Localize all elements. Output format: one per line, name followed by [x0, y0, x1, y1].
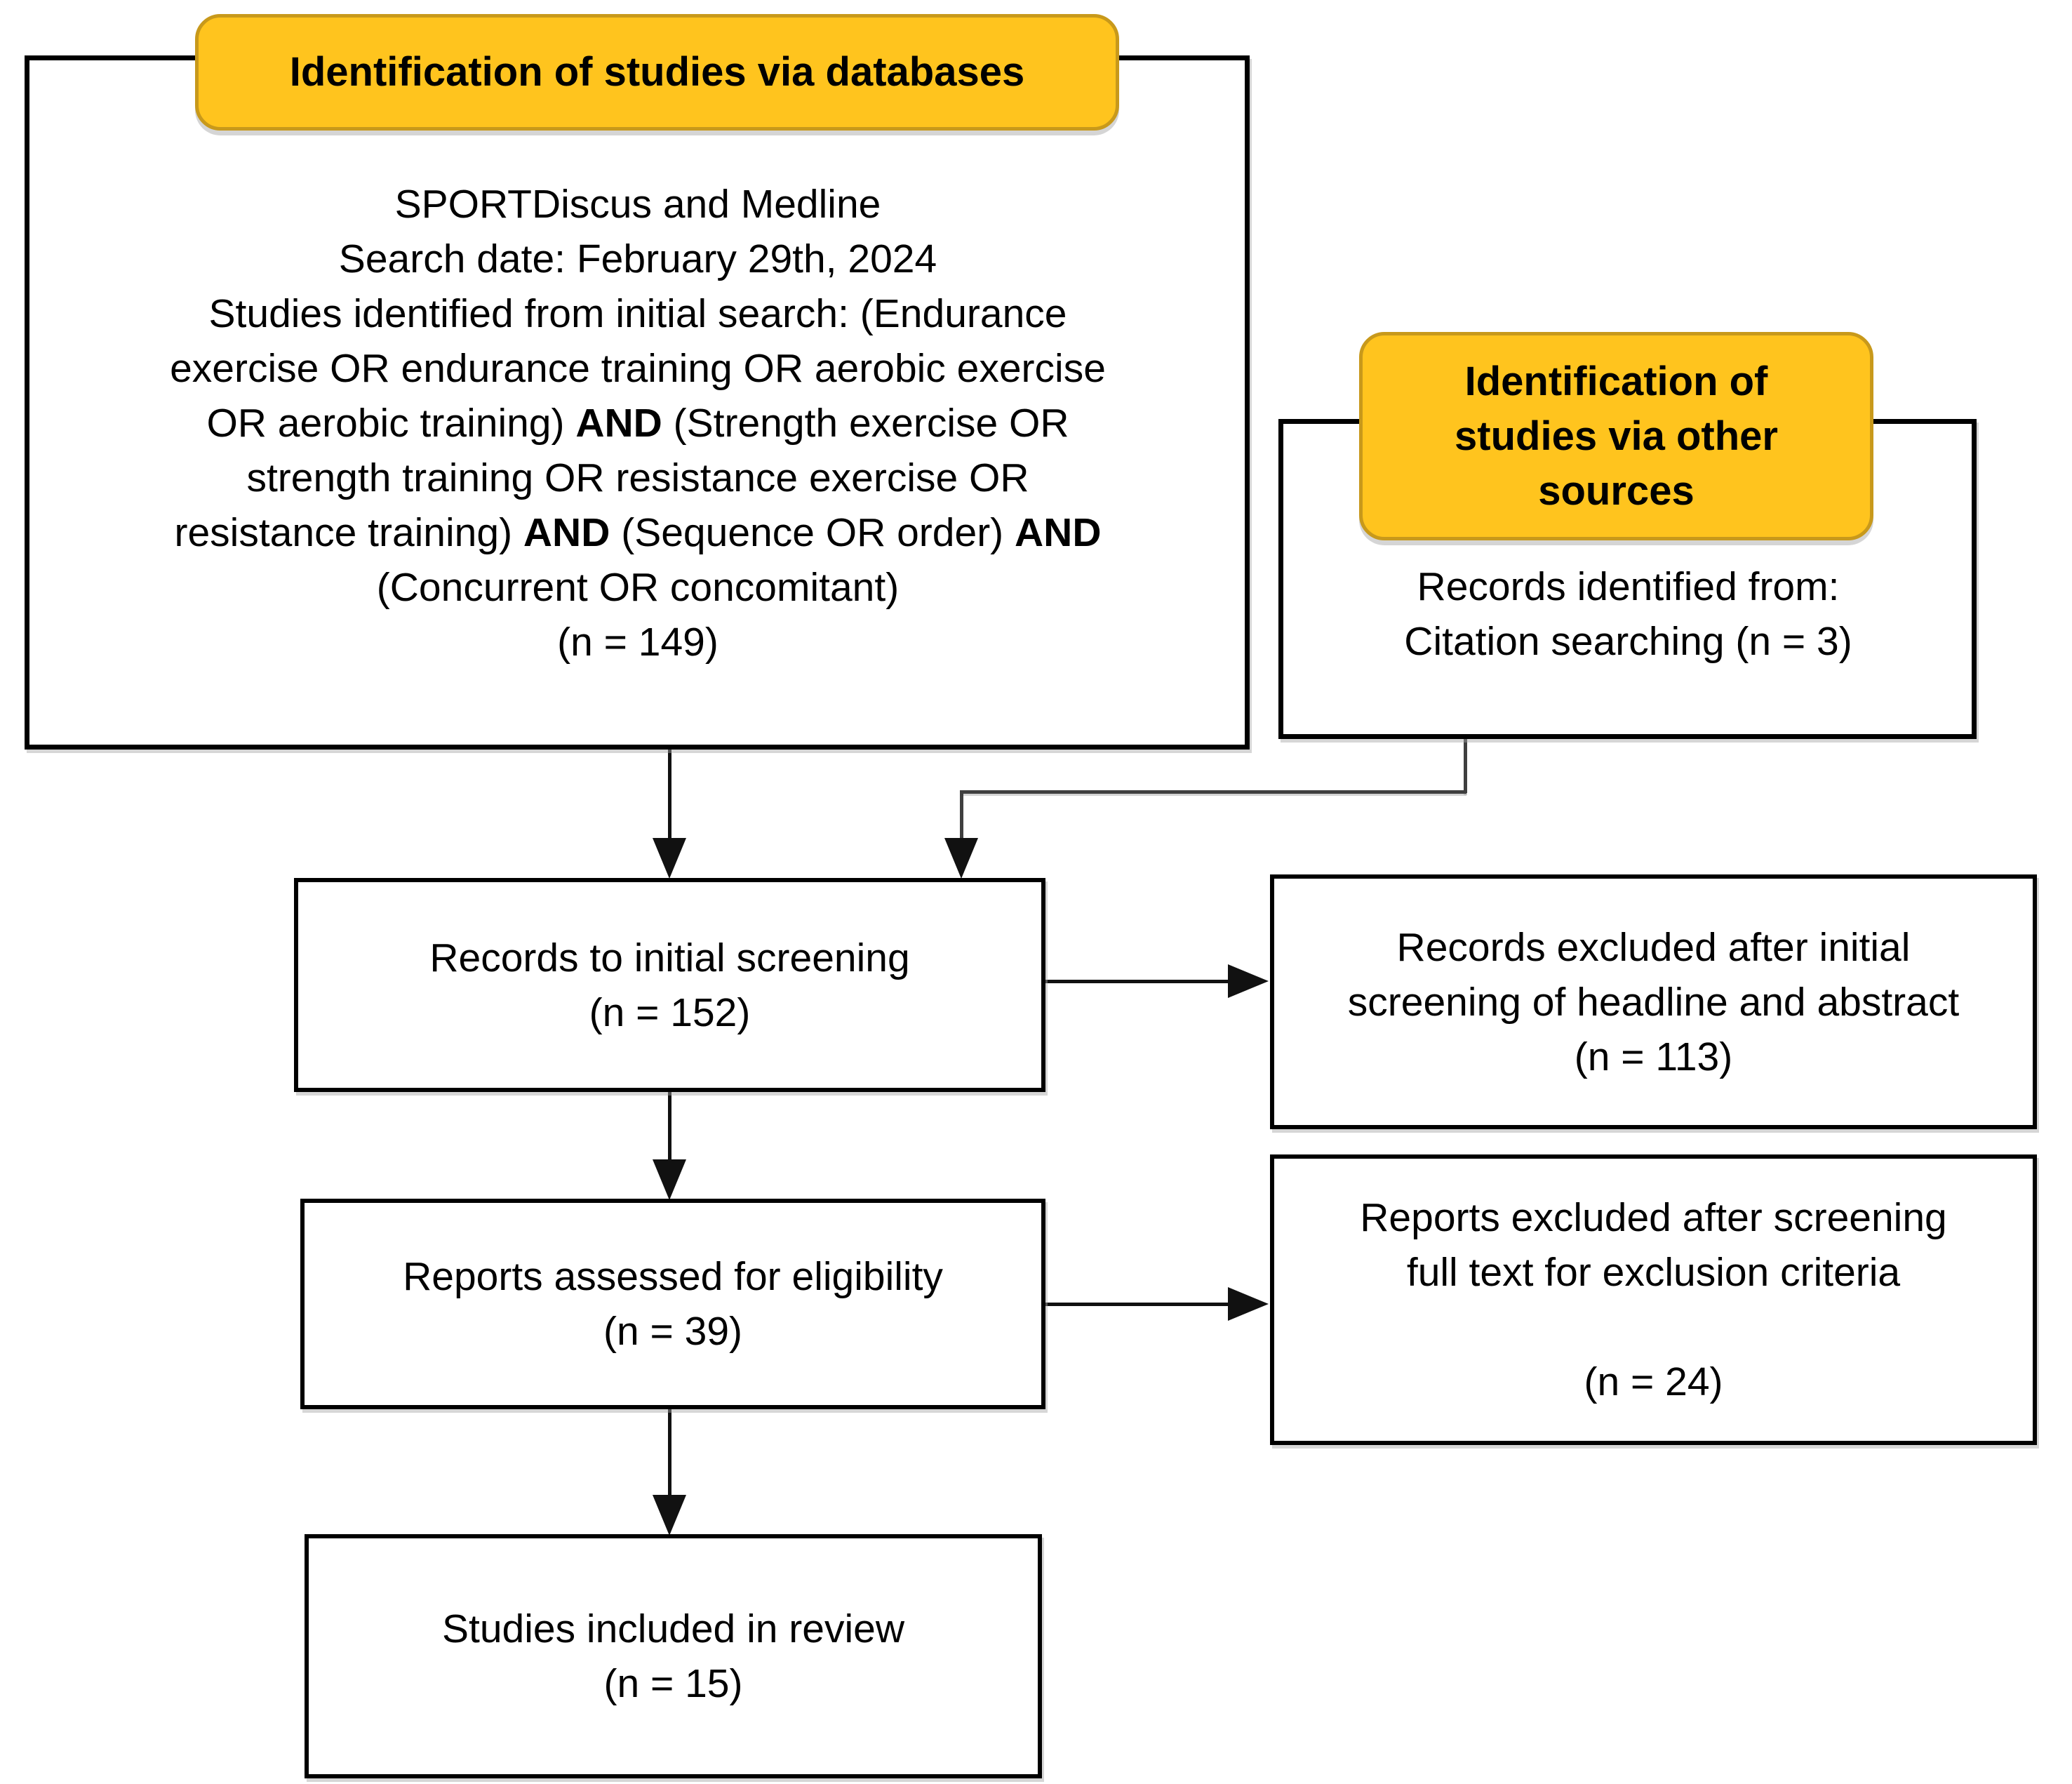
- arrow-databases-to-screening-head: [653, 838, 686, 879]
- citation-searching-text: Records identified from: Citation search…: [1404, 564, 1852, 664]
- search-query-line: SPORTDiscus and Medline: [394, 182, 881, 227]
- databases-group-box: [25, 55, 1250, 750]
- reports-excluded-fulltext-label: Reports excluded after screening full te…: [1360, 1195, 1947, 1404]
- arrow-screening-to-eligibility-stem: [668, 1092, 671, 1161]
- databases-header-label: Identification of studies via databases: [289, 49, 1025, 95]
- elbow-citation-horizontal: [960, 790, 1466, 794]
- records-initial-screening-label: Records to initial screening (n = 152): [429, 935, 910, 1035]
- search-query-line: (Concurrent OR concomitant): [376, 565, 900, 610]
- reports-assessed-eligibility-label: Reports assessed for eligibility (n = 39…: [403, 1254, 943, 1354]
- search-query-line: OR aerobic training) AND (Strength exerc…: [206, 401, 1069, 446]
- reports-excluded-fulltext-box: Reports excluded after screening full te…: [1270, 1154, 2037, 1445]
- arrow-eligibility-to-excluded-stem: [1045, 1303, 1231, 1306]
- search-query-line: exercise OR endurance training OR aerobi…: [170, 346, 1106, 391]
- arrow-eligibility-to-included-head: [653, 1495, 686, 1536]
- records-excluded-initial-box: Records excluded after initial screening…: [1270, 874, 2037, 1129]
- arrow-screening-to-eligibility-head: [653, 1159, 686, 1200]
- search-query-line: Search date: February 29th, 2024: [338, 237, 937, 281]
- search-query-line: strength training OR resistance exercise…: [246, 455, 1029, 500]
- other-sources-header-banner: Identification of studies via other sour…: [1359, 332, 1873, 540]
- studies-included-label: Studies included in review (n = 15): [441, 1606, 905, 1706]
- arrow-databases-to-screening-stem: [668, 748, 671, 839]
- records-initial-screening-box: Records to initial screening (n = 152): [294, 878, 1045, 1092]
- search-query-line: (n = 149): [557, 620, 718, 665]
- arrow-eligibility-to-excluded-head: [1228, 1287, 1269, 1321]
- elbow-citation-vertical-upper: [1464, 737, 1467, 793]
- arrow-eligibility-to-included-stem: [668, 1409, 671, 1495]
- arrow-citation-to-screening-head: [944, 838, 978, 879]
- elbow-citation-vertical-lower: [960, 790, 963, 839]
- records-excluded-initial-label: Records excluded after initial screening…: [1347, 924, 1960, 1079]
- studies-included-box: Studies included in review (n = 15): [305, 1534, 1042, 1778]
- arrow-screening-to-excluded-stem: [1045, 980, 1231, 983]
- search-query-line: Studies identified from initial search: …: [208, 291, 1067, 336]
- arrow-screening-to-excluded-head: [1228, 964, 1269, 998]
- other-sources-header-label: Identification of studies via other sour…: [1455, 358, 1778, 514]
- reports-assessed-eligibility-box: Reports assessed for eligibility (n = 39…: [300, 1199, 1045, 1409]
- databases-header-banner: Identification of studies via databases: [195, 14, 1119, 131]
- search-query-line: resistance training) AND (Sequence OR or…: [174, 510, 1102, 555]
